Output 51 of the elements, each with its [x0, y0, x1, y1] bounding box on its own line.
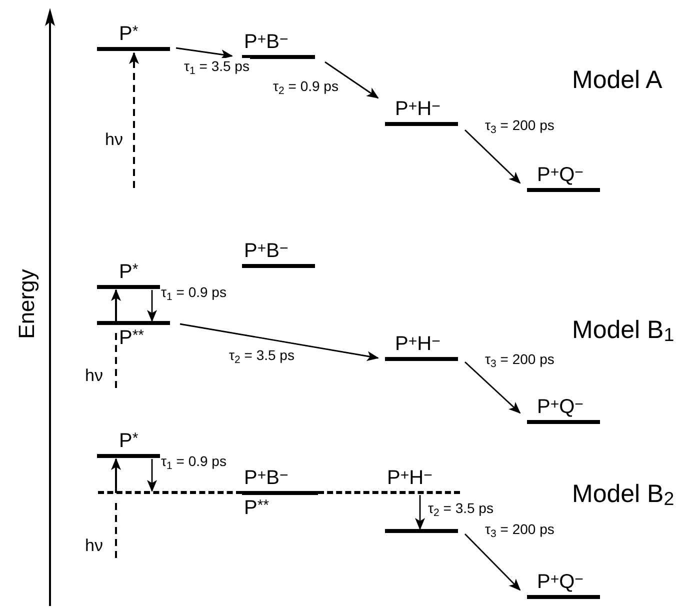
state-label: P$^{+}$H$^{−}$	[395, 98, 440, 120]
model-label: Model B$_{1}$	[572, 316, 674, 344]
edge-label: τ$_{3}$ = 200 ps	[484, 521, 556, 537]
energy-level	[527, 571, 600, 600]
energy-level	[242, 240, 315, 269]
energy-level	[385, 98, 458, 127]
edge-label: hν	[84, 538, 104, 554]
arrow	[464, 130, 521, 184]
arrow	[147, 459, 157, 492]
model-label: Model B$_{2}$	[572, 480, 674, 508]
state-label: P$^{+}$Q$^{−}$	[537, 571, 584, 593]
edge-label: τ$_{2}$ = 3.5 ps	[228, 347, 296, 363]
edge-label: τ$_{2}$ = 0.9 ps	[272, 78, 340, 94]
state-label: P$^{+}$Q$^{−}$	[537, 164, 584, 186]
state-label: P$^{*}$	[119, 261, 138, 283]
edge-label: τ$_{3}$ = 200 ps	[484, 117, 556, 133]
arrow	[180, 323, 379, 362]
edge-label: τ$_{2}$ = 3.5 ps	[427, 500, 494, 516]
arrow	[464, 361, 521, 414]
energy-level	[527, 164, 600, 193]
state-label: P$^{**}$	[244, 497, 270, 519]
state-label: P$^{*}$	[119, 23, 138, 45]
arrow	[129, 52, 139, 188]
arrow	[111, 458, 121, 558]
state-label: P$^{**}$	[119, 327, 144, 349]
state-label: P$^{+}$B$^{−}$	[244, 31, 288, 53]
arrow	[324, 61, 379, 99]
state-label: P$^{+}$B$^{−}$	[244, 240, 288, 262]
arrow	[415, 495, 425, 530]
state-label: P$^{+}$B$^{−}$	[244, 467, 288, 489]
arrow	[464, 534, 521, 591]
model-label: Model A	[572, 66, 662, 94]
edge-label: hν	[104, 132, 124, 148]
energy-level	[97, 23, 170, 52]
energy-level-bar	[385, 528, 458, 534]
state-label: P$^{*}$	[119, 430, 138, 452]
edge-label: τ$_{1}$ = 0.9 ps	[160, 284, 228, 300]
edge-label: τ$_{3}$ = 200 ps	[484, 351, 556, 367]
state-label: P$^{+}$H$^{−}$	[387, 467, 432, 489]
edge-label: τ$_{1}$ = 3.5 ps	[183, 58, 250, 74]
arrow	[111, 289, 121, 388]
state-label: P$^{+}$Q$^{−}$	[537, 396, 584, 418]
axis-label: Energy	[12, 269, 40, 339]
arrow	[147, 290, 157, 322]
energy-level	[318, 467, 460, 496]
arrow	[176, 47, 233, 60]
state-label: P$^{+}$H$^{−}$	[395, 333, 440, 355]
edge-label: hν	[84, 368, 104, 384]
edge-label: τ$_{1}$ = 0.9 ps	[160, 453, 228, 469]
energy-level	[527, 396, 600, 425]
energy-level	[385, 333, 458, 362]
